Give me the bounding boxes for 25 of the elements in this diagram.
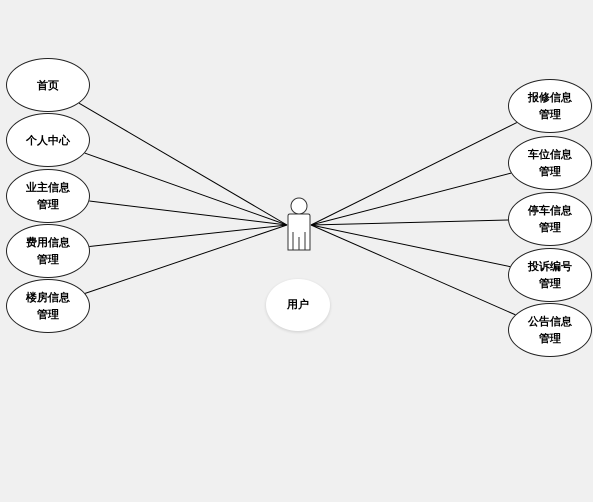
connector-line <box>310 224 516 316</box>
use-case-label: 投诉编号管理 <box>527 259 573 292</box>
actor-label: 用户 <box>287 296 309 313</box>
use-case-label: 公告信息管理 <box>527 314 573 347</box>
use-case-label: 首页 <box>37 78 59 94</box>
connector-line <box>310 220 509 226</box>
connector-line <box>88 224 288 247</box>
connector-line <box>84 224 288 294</box>
connector-line <box>310 122 518 226</box>
use-case-label: 业主信息管理 <box>25 180 71 213</box>
connector-line <box>78 102 288 226</box>
connector-line <box>88 200 288 226</box>
use-case-label: 报修信息管理 <box>527 90 573 123</box>
use-case-ellipse <box>6 58 90 112</box>
use-case-label: 车位信息管理 <box>527 147 573 180</box>
use-case-label: 停车信息管理 <box>527 203 573 236</box>
connector-line <box>310 172 512 226</box>
connector-line <box>84 152 288 226</box>
use-case-label: 个人中心 <box>26 132 70 148</box>
actor-name-ellipse <box>266 279 330 331</box>
use-case-ellipse <box>508 79 592 133</box>
connector-line <box>310 224 511 268</box>
use-case-label: 楼房信息管理 <box>25 290 71 323</box>
use-case-label: 费用信息管理 <box>25 235 71 268</box>
actor-icon <box>285 197 313 251</box>
